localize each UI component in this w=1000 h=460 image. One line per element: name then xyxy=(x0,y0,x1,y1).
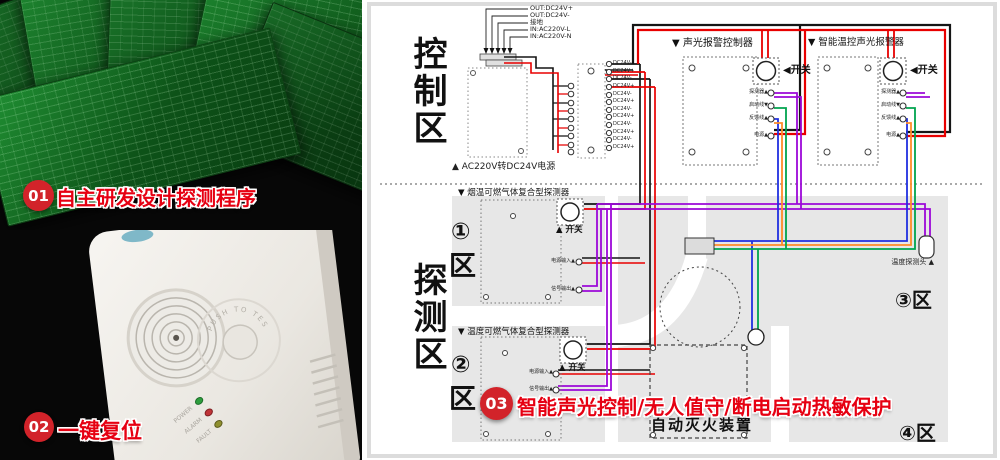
zone2-number: ② xyxy=(451,352,471,378)
controller2-switch-label: ◀开关 xyxy=(910,65,938,76)
led-power xyxy=(194,397,204,405)
wires-green xyxy=(714,107,916,331)
dc24v-terminals xyxy=(605,60,613,152)
dc-label: DC24V- xyxy=(613,60,632,66)
controller1-switch-label: ◀开关 xyxy=(783,65,811,76)
zone2-switch-label: ▲ 开关 xyxy=(559,363,586,373)
zone1-t1: 电源输入▲ xyxy=(551,258,575,264)
tank xyxy=(659,266,741,348)
temp-probe-label: 温度探测头 ▲ xyxy=(891,258,934,266)
zone2-char: 区 xyxy=(449,384,476,415)
controller2-title: ▼ 智能温控声光报警器 xyxy=(808,37,904,48)
detector-device: PUSH TO TEST POWER ALARM FAULT xyxy=(0,230,361,460)
dc-label: DC24V- xyxy=(613,106,632,112)
alarm-controller-box xyxy=(682,56,758,166)
zone1-terminals xyxy=(575,258,583,294)
feature2-badge: 02 xyxy=(24,412,54,442)
psu-line5: IN:AC220V-N xyxy=(530,32,572,40)
led-alarm xyxy=(204,408,213,417)
wires-purple xyxy=(558,92,931,391)
zone1-switch-label: ▲ 开关 xyxy=(556,225,583,235)
feature3-number: 03 xyxy=(485,394,508,413)
controller1-t1: 探测器▲ xyxy=(749,89,768,95)
feature1-number: 01 xyxy=(28,186,49,205)
dc-label: DC24V- xyxy=(613,91,632,97)
relay-strip-terminals xyxy=(567,82,575,156)
road-curve xyxy=(614,252,708,347)
psu-line3: 接地 xyxy=(530,18,543,26)
down-arrow-icon xyxy=(483,48,513,54)
detect-zone-label: 探测区 xyxy=(407,262,447,373)
relay-strip xyxy=(577,63,606,159)
controller1-title: ▼ 声光报警控制器 xyxy=(672,38,753,49)
led-fault xyxy=(214,419,223,428)
zone2-detector-box xyxy=(480,336,562,441)
pcb-photo: 01 自主研发设计探测程序 xyxy=(0,0,362,230)
feature2-number: 02 xyxy=(28,418,50,436)
junction-circle xyxy=(747,328,765,346)
control-zone-label: 控制区 xyxy=(407,36,447,147)
psu-line4: IN:AC220V-L xyxy=(530,25,571,33)
dc-label: DC24V+ xyxy=(613,113,635,119)
dc-label: DC24V- xyxy=(613,75,632,81)
wires-orange xyxy=(714,122,912,246)
feature3-text: 智能声光控制/无人值守/断电启动热敏保护 xyxy=(517,395,892,419)
junction-box xyxy=(684,237,715,255)
psu-box xyxy=(467,67,528,158)
dc-label: DC24V+ xyxy=(613,144,635,150)
dc-label: DC24V+ xyxy=(613,129,635,135)
zone2-title: ▼ 温度可燃气体复合型探测器 xyxy=(458,327,570,337)
feature1-badge: 01 xyxy=(23,180,54,211)
speaker-grille xyxy=(126,288,226,388)
zone1-title: ▼ 烟温可燃气体复合型探测器 xyxy=(458,188,570,198)
temp-alarm-box xyxy=(817,56,879,166)
side-vents xyxy=(309,353,344,429)
feature3-badge: 03 xyxy=(480,387,513,420)
temp-alarm-terminals xyxy=(899,89,907,140)
zone1-number: ① xyxy=(451,219,471,245)
zone1-char: 区 xyxy=(449,251,476,282)
extinguisher-label: 自动灭火装置 xyxy=(651,416,754,434)
controller1-t3: 反馈线▲ xyxy=(749,115,768,121)
dc-label: DC24V- xyxy=(613,136,632,142)
psu-line1: OUT:DC24V+ xyxy=(530,4,574,12)
dc-label: DC24V- xyxy=(613,121,632,127)
temp-probe xyxy=(918,235,935,259)
feature2-text: 一键复位 xyxy=(58,419,142,443)
feature1-text: 自主研发设计探测程序 xyxy=(56,186,256,210)
zone4-label: ④区 xyxy=(899,421,936,445)
road-vertical-right xyxy=(771,326,789,442)
temp-alarm-switch[interactable] xyxy=(879,57,907,85)
extinguisher-box xyxy=(649,344,748,439)
wires-red xyxy=(504,28,947,375)
zone2-t1: 电源输入▲ xyxy=(529,369,553,375)
controller2-t2: 启动线▼ xyxy=(881,102,900,108)
zone1-detector-box xyxy=(480,199,562,304)
controller2-t1: 探测器▲ xyxy=(881,89,900,95)
dc-label: DC24V+ xyxy=(613,98,635,104)
psu-line2: OUT:DC24V- xyxy=(530,11,570,19)
alarm-controller-terminals xyxy=(767,89,775,140)
controller2-t3: 反馈线▲ xyxy=(881,115,900,121)
controller1-t4: 电源▲ xyxy=(754,132,768,138)
zone2-terminals xyxy=(552,370,560,394)
zone2-switch[interactable] xyxy=(559,336,587,364)
zone2-t2: 信号输出▲ xyxy=(529,386,553,392)
detector-photo: PUSH TO TEST POWER ALARM FAULT xyxy=(0,230,362,460)
psu-caption: ▲ AC220V转DC24V电源 xyxy=(452,162,556,172)
wiring-diagram xyxy=(380,8,985,442)
controller1-t2: 启动线▼ xyxy=(749,102,768,108)
controller2-t4: 电源▲ xyxy=(886,132,900,138)
zone3-label: ③区 xyxy=(895,288,932,312)
panel-border xyxy=(367,2,997,458)
zone1-t2: 信号输出▲ xyxy=(551,286,575,292)
dc-label: DC24V+ xyxy=(613,83,635,89)
zone1-switch[interactable] xyxy=(556,198,584,226)
dc-label: DC24V+ xyxy=(613,68,635,74)
device-top-accent xyxy=(121,230,154,243)
alarm-controller-switch[interactable] xyxy=(752,57,780,85)
